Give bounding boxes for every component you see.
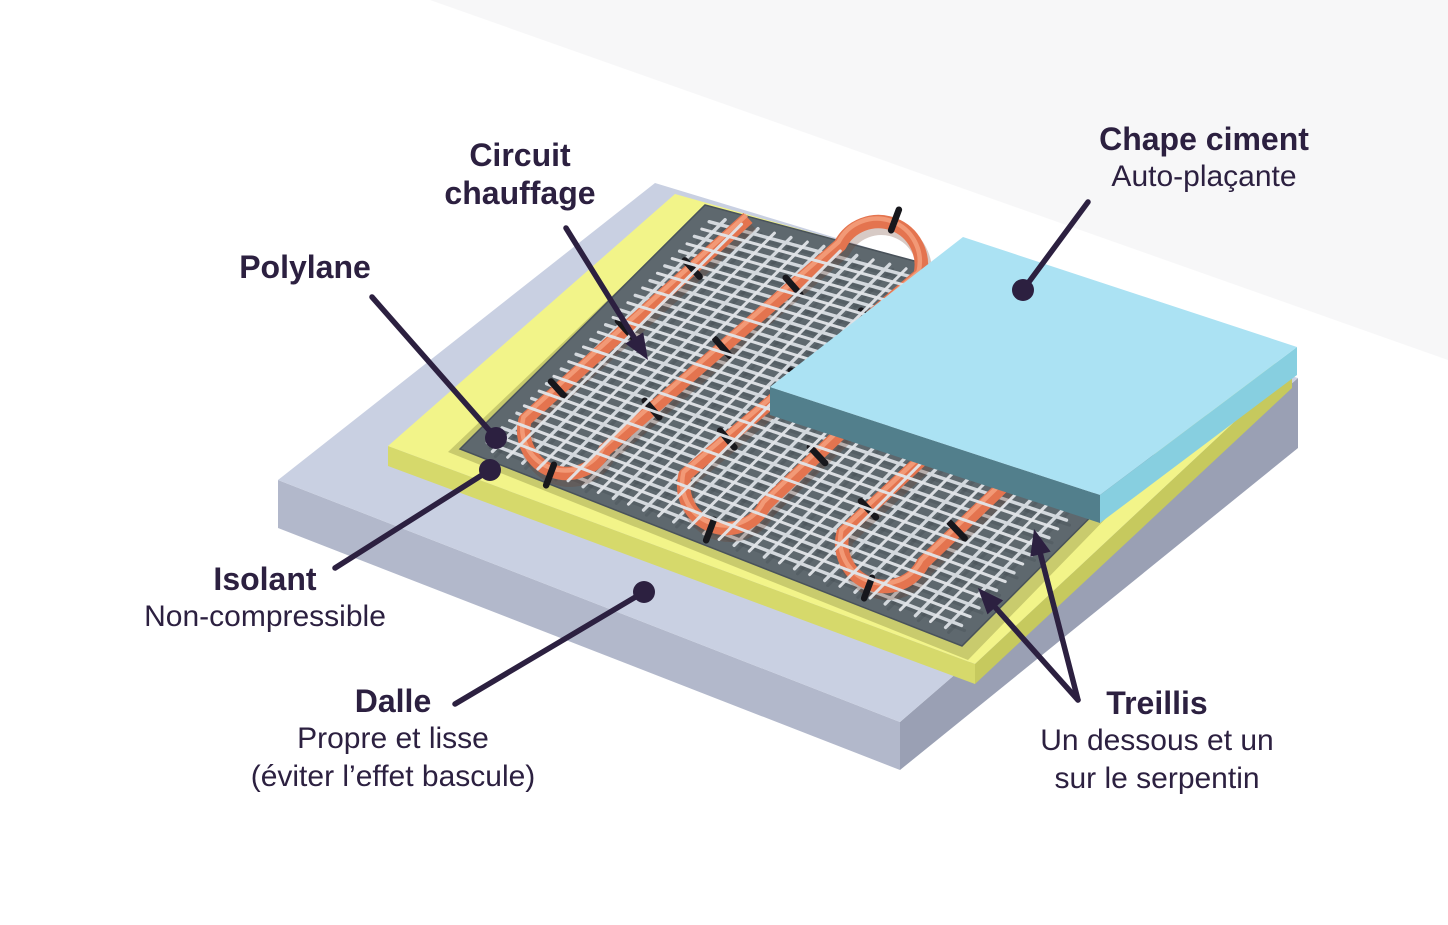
label-subtitle: Propre et lisse — [297, 722, 489, 755]
label-subtitle: sur le serpentin — [1054, 762, 1260, 795]
leader-line — [452, 589, 647, 707]
isolant-layer-side-left — [388, 446, 975, 684]
leader-line — [563, 225, 642, 348]
label-subtitle: Non-compressible — [144, 600, 386, 633]
leader-line — [1020, 199, 1091, 293]
pipe-clip — [547, 378, 570, 402]
background-haze — [430, 0, 1448, 360]
pipe-clip — [806, 443, 829, 467]
label-treillis: Treillis Un dessous et un sur le serpent… — [1040, 684, 1273, 798]
label-subtitle: (éviter l’effet bascule) — [250, 760, 536, 793]
label-title: Polylane — [239, 249, 371, 285]
label-title: chauffage — [444, 175, 596, 211]
label-title: Isolant — [213, 561, 317, 597]
leader-dalle — [452, 581, 655, 707]
leader-dot — [485, 427, 507, 449]
leader-chape-ciment — [1012, 199, 1091, 301]
pipe-clip — [887, 206, 903, 234]
chape-slab-side-left — [770, 387, 1100, 523]
chape-slab-side-right — [1100, 347, 1297, 523]
arrowhead-icon — [978, 588, 1004, 615]
leader-dot — [1012, 279, 1034, 301]
leader-dot — [479, 459, 501, 481]
label-chape-ciment: Chape ciment Auto-plaçante — [1099, 120, 1309, 196]
dalle-slab-side-right — [900, 378, 1298, 770]
leader-dot — [633, 581, 655, 603]
label-isolant: Isolant Non-compressible — [144, 560, 386, 636]
chape-slab-top — [770, 237, 1297, 495]
label-title: Treillis — [1106, 685, 1208, 721]
label-polylane: Polylane — [239, 248, 371, 286]
pipe-clip — [946, 519, 968, 542]
leader-polylane — [369, 294, 507, 449]
leader-lines — [332, 199, 1091, 707]
pipe-clip — [702, 516, 718, 544]
label-subtitle: Un dessous et un — [1040, 724, 1274, 757]
arrowhead-icon — [1030, 529, 1051, 557]
leader-line — [332, 467, 493, 571]
label-subtitle: Auto-plaçante — [1111, 160, 1297, 193]
pipe-clip — [860, 574, 876, 602]
leader-isolant — [332, 459, 501, 571]
pipe-clip — [542, 461, 558, 489]
leader-treillis-a — [978, 588, 1081, 703]
arrowhead-icon — [625, 332, 648, 360]
label-title: Chape ciment — [1099, 121, 1309, 157]
leader-treillis-b — [1030, 529, 1081, 703]
leader-line — [369, 294, 499, 441]
leader-line — [987, 598, 1081, 703]
label-dalle: Dalle Propre et lisse (éviter l’effet ba… — [251, 682, 536, 796]
label-title: Dalle — [354, 683, 432, 719]
label-circuit-chauffage: Circuit chauffage — [444, 136, 595, 212]
leader-line — [1035, 543, 1081, 703]
leader-circuit-chauffage — [563, 225, 648, 360]
label-title: Circuit — [469, 137, 571, 173]
